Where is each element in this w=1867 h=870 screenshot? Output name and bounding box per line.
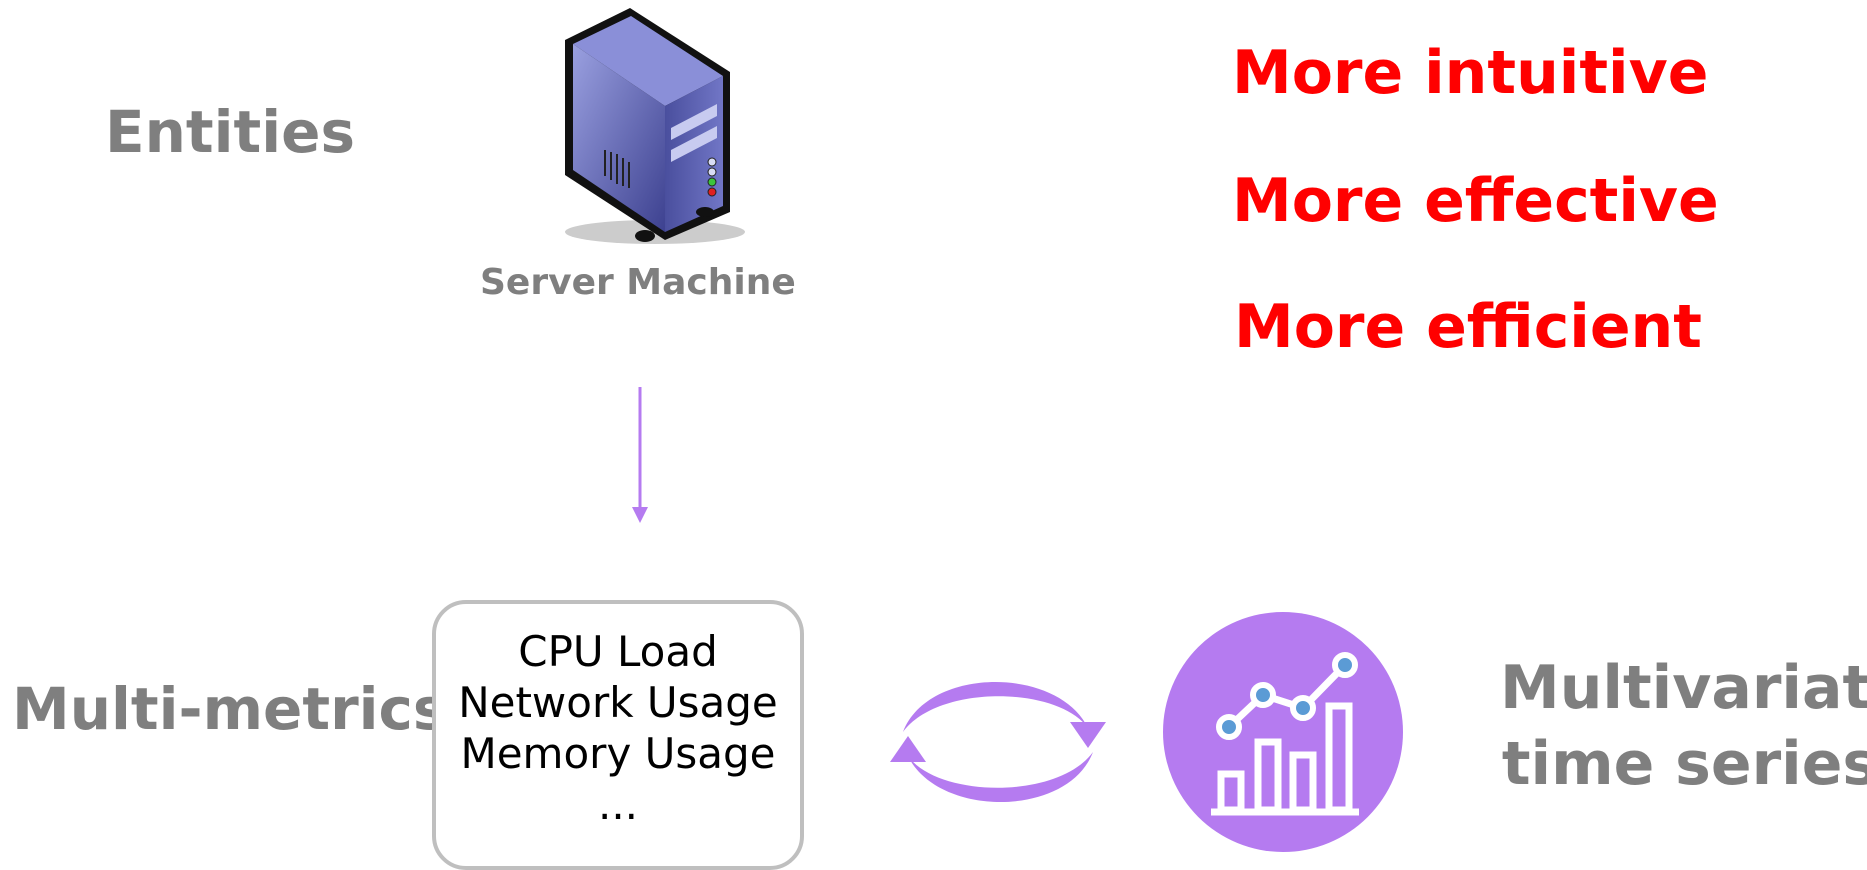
advantage-intuitive: More intuitive	[1232, 38, 1709, 108]
metrics-list: CPU Load Network Usage Memory Usage ...	[432, 626, 804, 830]
entities-label: Entities	[105, 98, 355, 166]
metric-memory-usage: Memory Usage	[460, 729, 776, 778]
server-caption: Server Machine	[480, 262, 796, 303]
down-arrow-icon	[632, 387, 648, 523]
metric-ellipsis: ...	[597, 780, 639, 829]
multimetrics-label: Multi-metrics	[12, 675, 448, 743]
metrics-box	[432, 600, 804, 870]
advantage-effective: More effective	[1232, 166, 1719, 236]
advantage-efficient: More efficient	[1234, 292, 1702, 362]
chart-circle-icon	[1163, 612, 1403, 852]
mts-label-line1: Multivariate	[1500, 653, 1867, 723]
cycle-arrows-icon	[890, 681, 1106, 803]
server-icon	[565, 8, 745, 244]
metric-cpu-load: CPU Load	[518, 627, 718, 676]
metric-network-usage: Network Usage	[458, 678, 778, 727]
multivariate-time-series-label: Multivariate time series	[1500, 650, 1867, 802]
mts-label-line2: time series	[1501, 729, 1867, 799]
